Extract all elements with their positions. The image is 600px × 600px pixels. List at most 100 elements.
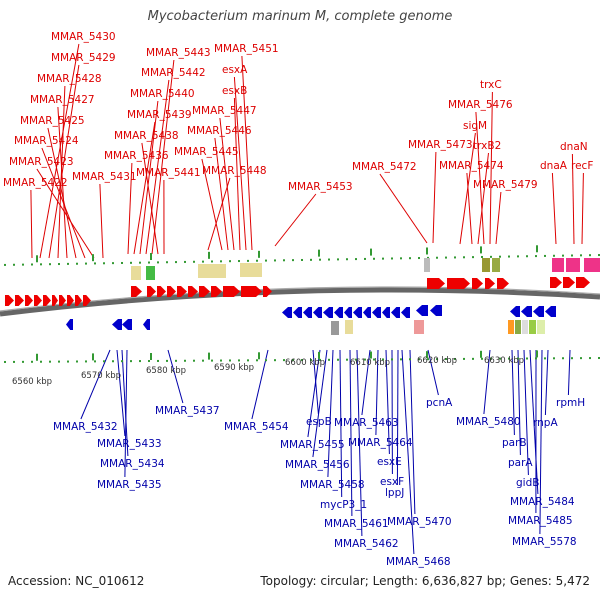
gene-label[interactable]: MMAR_5435 xyxy=(97,479,162,491)
gene-label[interactable]: MMAR_5454 xyxy=(224,421,289,433)
gene-label[interactable]: MMAR_5462 xyxy=(334,538,399,550)
track-dot-bottom xyxy=(274,359,276,362)
gene-label[interactable]: esxA xyxy=(222,64,248,76)
leader-line xyxy=(312,349,328,458)
gene-label[interactable]: MMAR_5433 xyxy=(97,438,162,450)
gene-label[interactable]: MMAR_5432 xyxy=(53,421,118,433)
gene-label[interactable]: MMAR_5436 xyxy=(104,150,169,162)
gene-label[interactable]: MMAR_5446 xyxy=(187,125,252,137)
gene-label[interactable]: MMAR_5458 xyxy=(300,479,365,491)
gene-label[interactable]: MMAR_5578 xyxy=(512,536,577,548)
gene-label[interactable]: MMAR_5472 xyxy=(352,161,417,173)
gene-label[interactable]: MMAR_5430 xyxy=(51,31,116,43)
track-dot-top xyxy=(247,259,249,262)
gene-label[interactable]: rpmH xyxy=(556,397,585,409)
gene-label[interactable]: MMAR_5455 xyxy=(280,439,345,451)
gene-label[interactable]: espB xyxy=(306,416,332,428)
track-dot-bottom xyxy=(508,357,510,360)
track-dot-top xyxy=(553,254,555,257)
track-dot-top xyxy=(319,258,321,261)
track-dot-top xyxy=(571,254,573,257)
gene-label[interactable]: MMAR_5463 xyxy=(334,417,399,429)
gene-label[interactable]: MMAR_5479 xyxy=(473,179,538,191)
major-tick-top xyxy=(426,247,428,255)
track-dot-top xyxy=(238,260,240,263)
gene-label[interactable]: MMAR_5439 xyxy=(127,109,192,121)
gene-label[interactable]: MMAR_5437 xyxy=(155,405,220,417)
gene-label[interactable]: MMAR_5434 xyxy=(100,458,165,470)
gene-label[interactable]: MMAR_5423 xyxy=(9,156,74,168)
gene-label[interactable]: MMAR_5468 xyxy=(386,556,451,568)
leader-line xyxy=(571,153,575,245)
feature-block xyxy=(537,320,545,334)
gene-labels[interactable]: MMAR_5430MMAR_5429MMAR_5428MMAR_5427MMAR… xyxy=(3,31,593,568)
gene-label[interactable]: MMAR_5447 xyxy=(192,105,257,117)
gene-label[interactable]: MMAR_5445 xyxy=(174,146,239,158)
gene-label[interactable]: sigM xyxy=(463,120,487,132)
gene-label[interactable]: esxE xyxy=(377,456,402,468)
reverse-gene-arrow xyxy=(293,307,302,318)
gene-label[interactable]: trxB2 xyxy=(473,140,501,152)
gene-label[interactable]: lppJ xyxy=(385,487,404,499)
leader-line xyxy=(219,117,235,251)
gene-label[interactable]: MMAR_5485 xyxy=(508,515,573,527)
gene-label[interactable]: MMAR_5473 xyxy=(408,139,473,151)
leader-line xyxy=(375,349,379,436)
gene-label[interactable]: MMAR_5480 xyxy=(456,416,521,428)
gene-label[interactable]: parB xyxy=(502,437,527,449)
forward-gene-arrow xyxy=(25,295,33,306)
gene-label[interactable]: MMAR_5428 xyxy=(37,73,102,85)
reverse-gene-arrow xyxy=(344,307,352,318)
gene-label[interactable]: pcnA xyxy=(426,397,453,409)
gene-label[interactable]: MMAR_5429 xyxy=(51,52,116,64)
gene-label[interactable]: MMAR_5461 xyxy=(324,518,389,530)
gene-label[interactable]: MMAR_5443 xyxy=(146,47,211,59)
gene-label[interactable]: MMAR_5425 xyxy=(20,115,85,127)
track-dot-top xyxy=(193,260,195,263)
gene-label[interactable]: MMAR_5424 xyxy=(14,135,79,147)
gene-label[interactable]: MMAR_5448 xyxy=(202,165,267,177)
gene-label[interactable]: gidB xyxy=(516,477,539,489)
gene-label[interactable]: recF xyxy=(571,160,593,172)
gene-label[interactable]: MMAR_5453 xyxy=(288,181,353,193)
track-dot-top xyxy=(229,260,231,263)
leader-line xyxy=(356,349,363,537)
gene-label[interactable]: rnpA xyxy=(533,417,558,429)
track-dot-bottom xyxy=(76,360,78,363)
gene-label[interactable]: MMAR_5441 xyxy=(136,167,201,179)
gene-label[interactable]: MMAR_5431 xyxy=(72,171,137,183)
gene-label[interactable]: MMAR_5464 xyxy=(348,437,413,449)
gene-label[interactable]: dnaA xyxy=(540,160,568,172)
track-dot-bottom xyxy=(346,358,348,361)
gene-label[interactable]: esxF xyxy=(380,476,404,488)
gene-label[interactable]: mycP3_1 xyxy=(320,499,367,511)
gene-label[interactable]: MMAR_5422 xyxy=(3,177,68,189)
forward-gene-arrow xyxy=(147,286,156,297)
gene-label[interactable]: MMAR_5427 xyxy=(30,94,95,106)
track-dot-top xyxy=(301,258,303,261)
track-dot-top xyxy=(562,254,564,257)
gene-label[interactable]: MMAR_5470 xyxy=(387,516,452,528)
leader-line xyxy=(483,349,491,415)
gene-label[interactable]: MMAR_5456 xyxy=(285,459,350,471)
track-dot-bottom xyxy=(553,357,555,360)
leader-line xyxy=(99,183,104,259)
tick-label: 6560 kbp xyxy=(12,377,52,387)
gene-label[interactable]: MMAR_5474 xyxy=(439,160,504,172)
gene-label[interactable]: parA xyxy=(508,457,533,469)
gene-label[interactable]: trxC xyxy=(480,79,502,91)
gene-label[interactable]: dnaN xyxy=(560,141,588,153)
gene-label[interactable]: MMAR_5451 xyxy=(214,43,279,55)
gene-label[interactable]: MMAR_5484 xyxy=(510,496,575,508)
track-dot-top xyxy=(4,263,6,266)
gene-label[interactable]: MMAR_5438 xyxy=(114,130,179,142)
gene-label[interactable]: esxB xyxy=(222,85,247,97)
major-tick-bottom xyxy=(258,352,260,360)
gene-label[interactable]: MMAR_5476 xyxy=(448,99,513,111)
map-title: Mycobacterium marinum M, complete genome xyxy=(147,9,453,24)
gene-label[interactable]: MMAR_5440 xyxy=(130,88,195,100)
track-dot-top xyxy=(157,261,159,264)
gene-label[interactable]: MMAR_5442 xyxy=(141,67,206,79)
